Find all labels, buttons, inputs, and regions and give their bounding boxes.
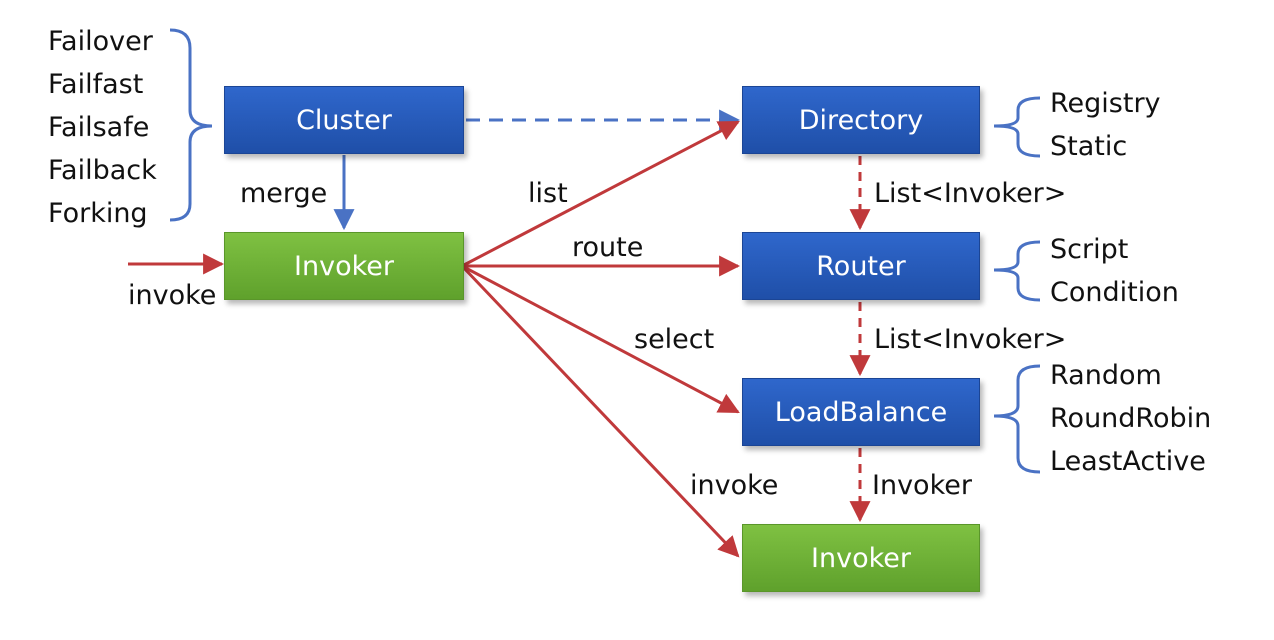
invoke-in-label: invoke — [128, 280, 217, 311]
directory-options-brace — [993, 96, 1041, 158]
router-box: Router — [742, 232, 980, 300]
loadbalance-options-brace — [993, 364, 1041, 474]
select-arrow — [461, 264, 740, 414]
invoke-out-arrow — [460, 264, 740, 558]
invoke-out-label: invoke — [690, 470, 779, 501]
loadbalance-options: Random RoundRobin LeastActive — [1050, 354, 1211, 483]
list-arrow — [461, 120, 740, 268]
directory-option: Registry — [1050, 88, 1161, 119]
invoker-main-box: Invoker — [224, 232, 464, 300]
merge-label: merge — [240, 178, 328, 209]
cluster-option: Failfast — [48, 69, 144, 100]
loadbalance-box: LoadBalance — [742, 378, 980, 446]
router-option: Script — [1050, 234, 1129, 265]
route-label: route — [572, 232, 644, 263]
loadbalance-option: Random — [1050, 360, 1162, 391]
directory-options: Registry Static — [1050, 82, 1161, 168]
router-option: Condition — [1050, 277, 1179, 308]
invoker-target-box: Invoker — [742, 524, 980, 592]
router-lb-label: List<Invoker> — [874, 324, 1067, 355]
lb-invoker-label: Invoker — [872, 470, 972, 501]
cluster-options-brace — [169, 28, 213, 222]
cluster-options: Failover Failfast Failsafe Failback Fork… — [48, 20, 157, 235]
loadbalance-option: LeastActive — [1050, 446, 1206, 477]
cluster-option: Failback — [48, 155, 157, 186]
dir-router-label: List<Invoker> — [874, 178, 1067, 209]
cluster-box: Cluster — [224, 86, 464, 154]
directory-option: Static — [1050, 131, 1128, 162]
list-label: list — [528, 178, 568, 209]
directory-box: Directory — [742, 86, 980, 154]
select-label: select — [634, 324, 715, 355]
router-options-brace — [993, 240, 1041, 302]
cluster-option: Forking — [48, 198, 148, 229]
cluster-option: Failover — [48, 26, 153, 57]
cluster-option: Failsafe — [48, 112, 150, 143]
loadbalance-option: RoundRobin — [1050, 403, 1212, 434]
router-options: Script Condition — [1050, 228, 1179, 314]
